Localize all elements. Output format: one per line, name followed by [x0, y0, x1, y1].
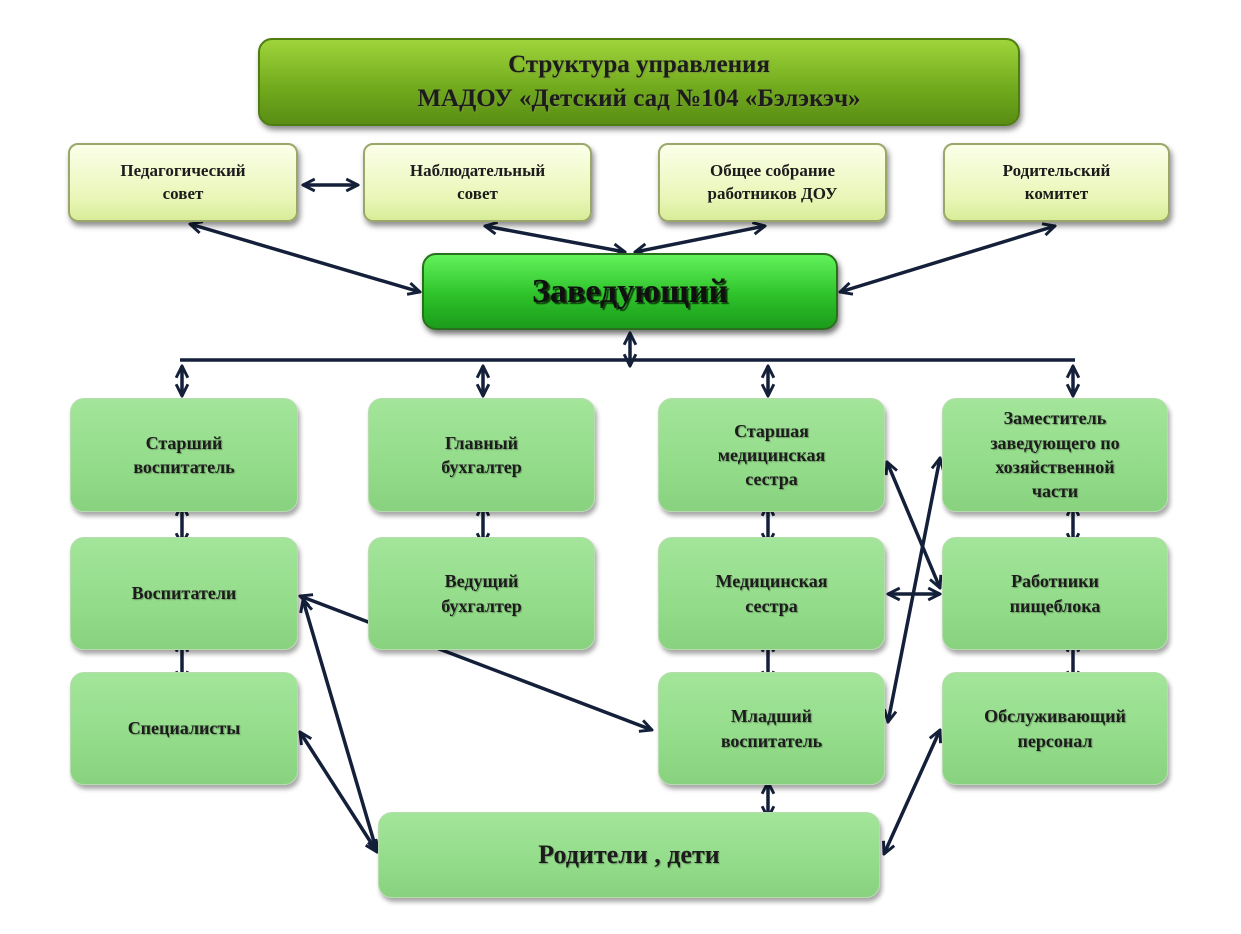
arrow-obs-head [635, 226, 765, 252]
arrow-ped-head [190, 224, 420, 292]
node-deputy-head: Заместитель заведующего по хозяйственной… [942, 398, 1168, 512]
node-general-meeting: Общее собрание работников ДОУ [658, 143, 887, 222]
arrow-obsl-parents [884, 730, 940, 854]
arrow-vosp-parents [303, 600, 377, 852]
node-service-staff: Обслуживающий персонал [942, 672, 1168, 785]
node-junior-educator: Младший воспитатель [658, 672, 885, 785]
node-kitchen-staff: Работники пищеблока [942, 537, 1168, 650]
node-senior-nurse: Старшая медицинская сестра [658, 398, 885, 512]
node-parent-committee: Родительский комитет [943, 143, 1170, 222]
arrow-st-med-pish [887, 462, 940, 588]
arrow-rod-head [840, 226, 1055, 292]
node-educators: Воспитатели [70, 537, 298, 650]
node-supervisory-council: Наблюдательный совет [363, 143, 592, 222]
node-parents-children: Родители , дети [378, 812, 880, 898]
node-lead-accountant: Ведущий бухгалтер [368, 537, 595, 650]
arrow-zam-ml-vosp [888, 458, 940, 722]
node-head: Заведующий [422, 253, 838, 330]
title-line-2: МАДОУ «Детский сад №104 «Бэлэкэч» [417, 85, 861, 112]
node-chief-accountant: Главный бухгалтер [368, 398, 595, 512]
node-specialists: Специалисты [70, 672, 298, 785]
arrow-spec-parents [300, 732, 377, 852]
node-nurse: Медицинская сестра [658, 537, 885, 650]
arrow-nab-head [485, 226, 625, 252]
diagram-title: Структура управления МАДОУ «Детский сад … [258, 38, 1020, 126]
node-pedagogical-council: Педагогический совет [68, 143, 298, 222]
title-line-1: Структура управления [508, 51, 770, 79]
node-senior-educator: Старший воспитатель [70, 398, 298, 512]
